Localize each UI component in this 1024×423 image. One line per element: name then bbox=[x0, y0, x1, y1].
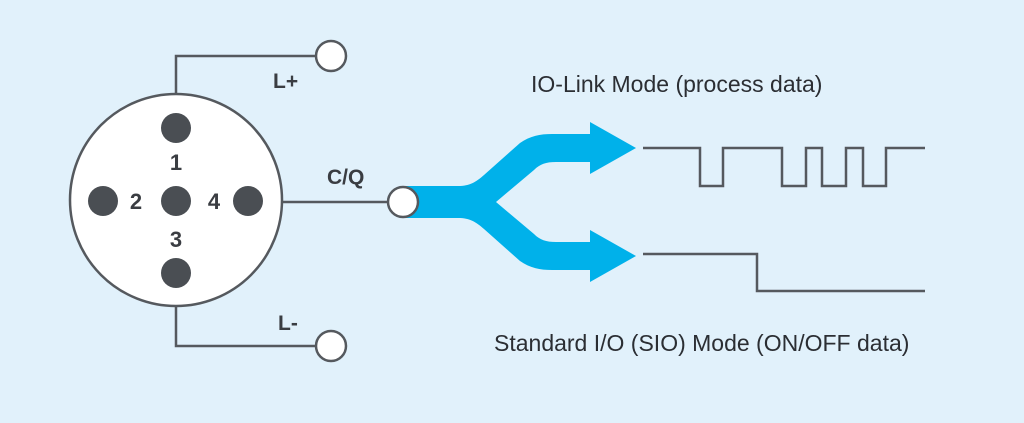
pin-2 bbox=[88, 186, 118, 216]
cq-label: C/Q bbox=[327, 166, 364, 189]
l-plus-label: L+ bbox=[273, 70, 298, 93]
io-link-waveform bbox=[643, 146, 925, 188]
pin-3-label: 3 bbox=[170, 227, 182, 252]
sio-mode-label: Standard I/O (SIO) Mode (ON/OFF data) bbox=[494, 330, 909, 356]
l-plus-terminal bbox=[314, 39, 348, 73]
cq-terminal bbox=[386, 185, 420, 219]
split-arrow bbox=[400, 122, 636, 282]
pin-4-label: 4 bbox=[208, 189, 221, 214]
pin-5 bbox=[161, 186, 191, 216]
pin-1 bbox=[161, 113, 191, 143]
pin-4 bbox=[233, 186, 263, 216]
pin-2-label: 2 bbox=[130, 189, 142, 214]
l-minus-label: L- bbox=[278, 312, 298, 335]
sio-waveform bbox=[643, 252, 925, 293]
pin-3 bbox=[161, 258, 191, 288]
io-link-mode-label: IO-Link Mode (process data) bbox=[531, 71, 822, 97]
pin-1-label: 1 bbox=[170, 150, 182, 175]
arrow-trunk bbox=[400, 122, 636, 282]
l-minus-terminal bbox=[314, 329, 348, 363]
